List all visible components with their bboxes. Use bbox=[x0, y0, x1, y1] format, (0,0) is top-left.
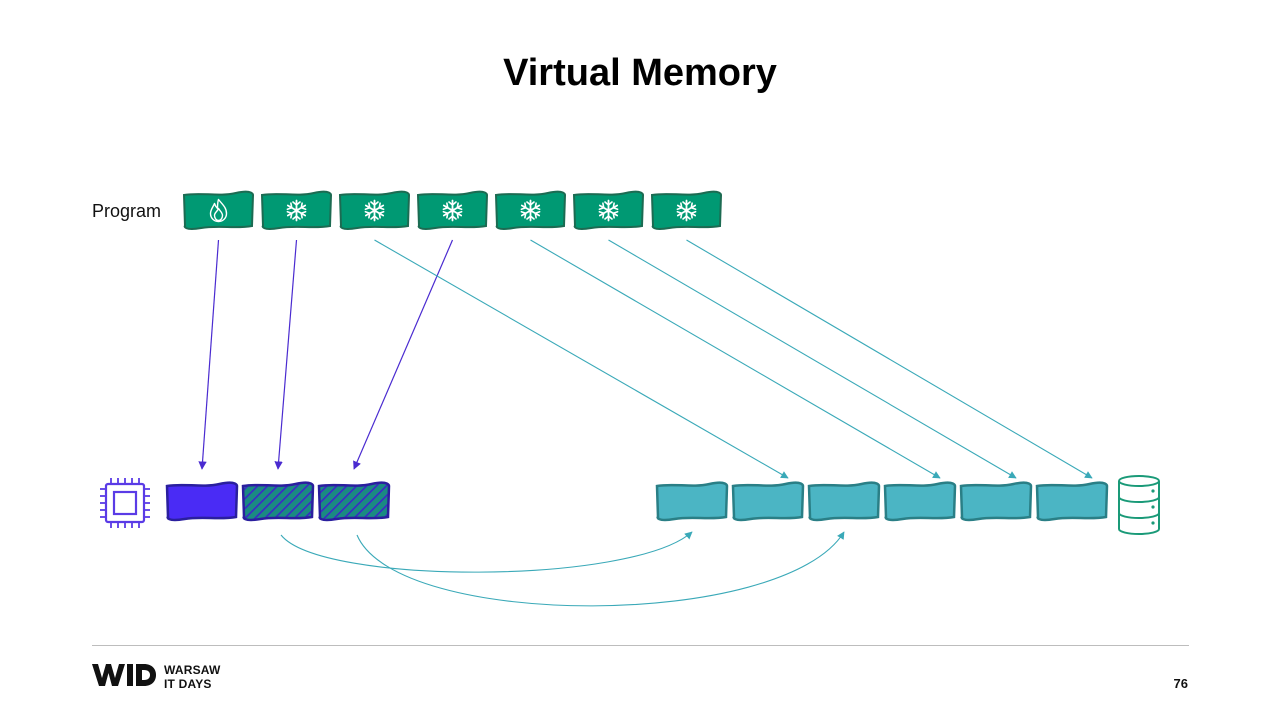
page-mapping-arrow bbox=[374, 239, 789, 479]
snowflake-icon bbox=[442, 199, 463, 222]
program-page bbox=[416, 190, 489, 230]
page-mapping-arrow bbox=[530, 239, 941, 479]
program-label: Program bbox=[92, 201, 162, 221]
database-icon bbox=[1118, 475, 1160, 535]
disk-frame bbox=[731, 481, 805, 522]
mapping-arrows bbox=[198, 239, 1093, 607]
footer-divider bbox=[92, 645, 1189, 646]
ram-frames bbox=[165, 481, 391, 522]
snowflake-icon bbox=[364, 199, 385, 222]
disk-frame bbox=[655, 481, 729, 522]
page-mapping-arrow bbox=[686, 239, 1093, 479]
page-mapping-arrow bbox=[608, 239, 1017, 479]
flame-icon bbox=[209, 198, 228, 223]
ram-frame bbox=[241, 481, 315, 522]
cpu-chip-icon bbox=[100, 478, 150, 528]
page-mapping-arrow bbox=[274, 239, 298, 470]
program-page bbox=[338, 190, 411, 230]
program-page bbox=[650, 190, 723, 230]
program-page bbox=[572, 190, 645, 230]
program-page bbox=[494, 190, 567, 230]
swap-arrow bbox=[280, 531, 693, 573]
brand-line-2: IT DAYS bbox=[164, 677, 212, 691]
brand-name: WARSAW IT DAYS bbox=[164, 663, 221, 691]
page-mapping-arrow bbox=[353, 239, 454, 470]
brand-line-1: WARSAW bbox=[164, 663, 221, 677]
snowflake-icon bbox=[598, 199, 619, 222]
page-mapping-arrow bbox=[198, 239, 220, 470]
snowflake-icon bbox=[520, 199, 541, 222]
disk-frames bbox=[655, 481, 1109, 522]
program-pages bbox=[182, 190, 723, 230]
swap-arrow bbox=[356, 531, 845, 607]
snowflake-icon bbox=[676, 199, 697, 222]
snowflake-icon bbox=[286, 199, 307, 222]
memory-diagram bbox=[100, 190, 1160, 607]
ram-frame bbox=[317, 481, 391, 522]
slide-title: Virtual Memory bbox=[503, 52, 777, 94]
disk-frame bbox=[959, 481, 1033, 522]
disk-frame bbox=[883, 481, 957, 522]
disk-frame bbox=[807, 481, 881, 522]
ram-frame bbox=[165, 481, 239, 522]
program-page bbox=[182, 190, 255, 230]
page-number: 76 bbox=[1173, 676, 1188, 691]
wid-logo-icon bbox=[92, 664, 156, 686]
disk-frame bbox=[1035, 481, 1109, 522]
program-page bbox=[260, 190, 333, 230]
